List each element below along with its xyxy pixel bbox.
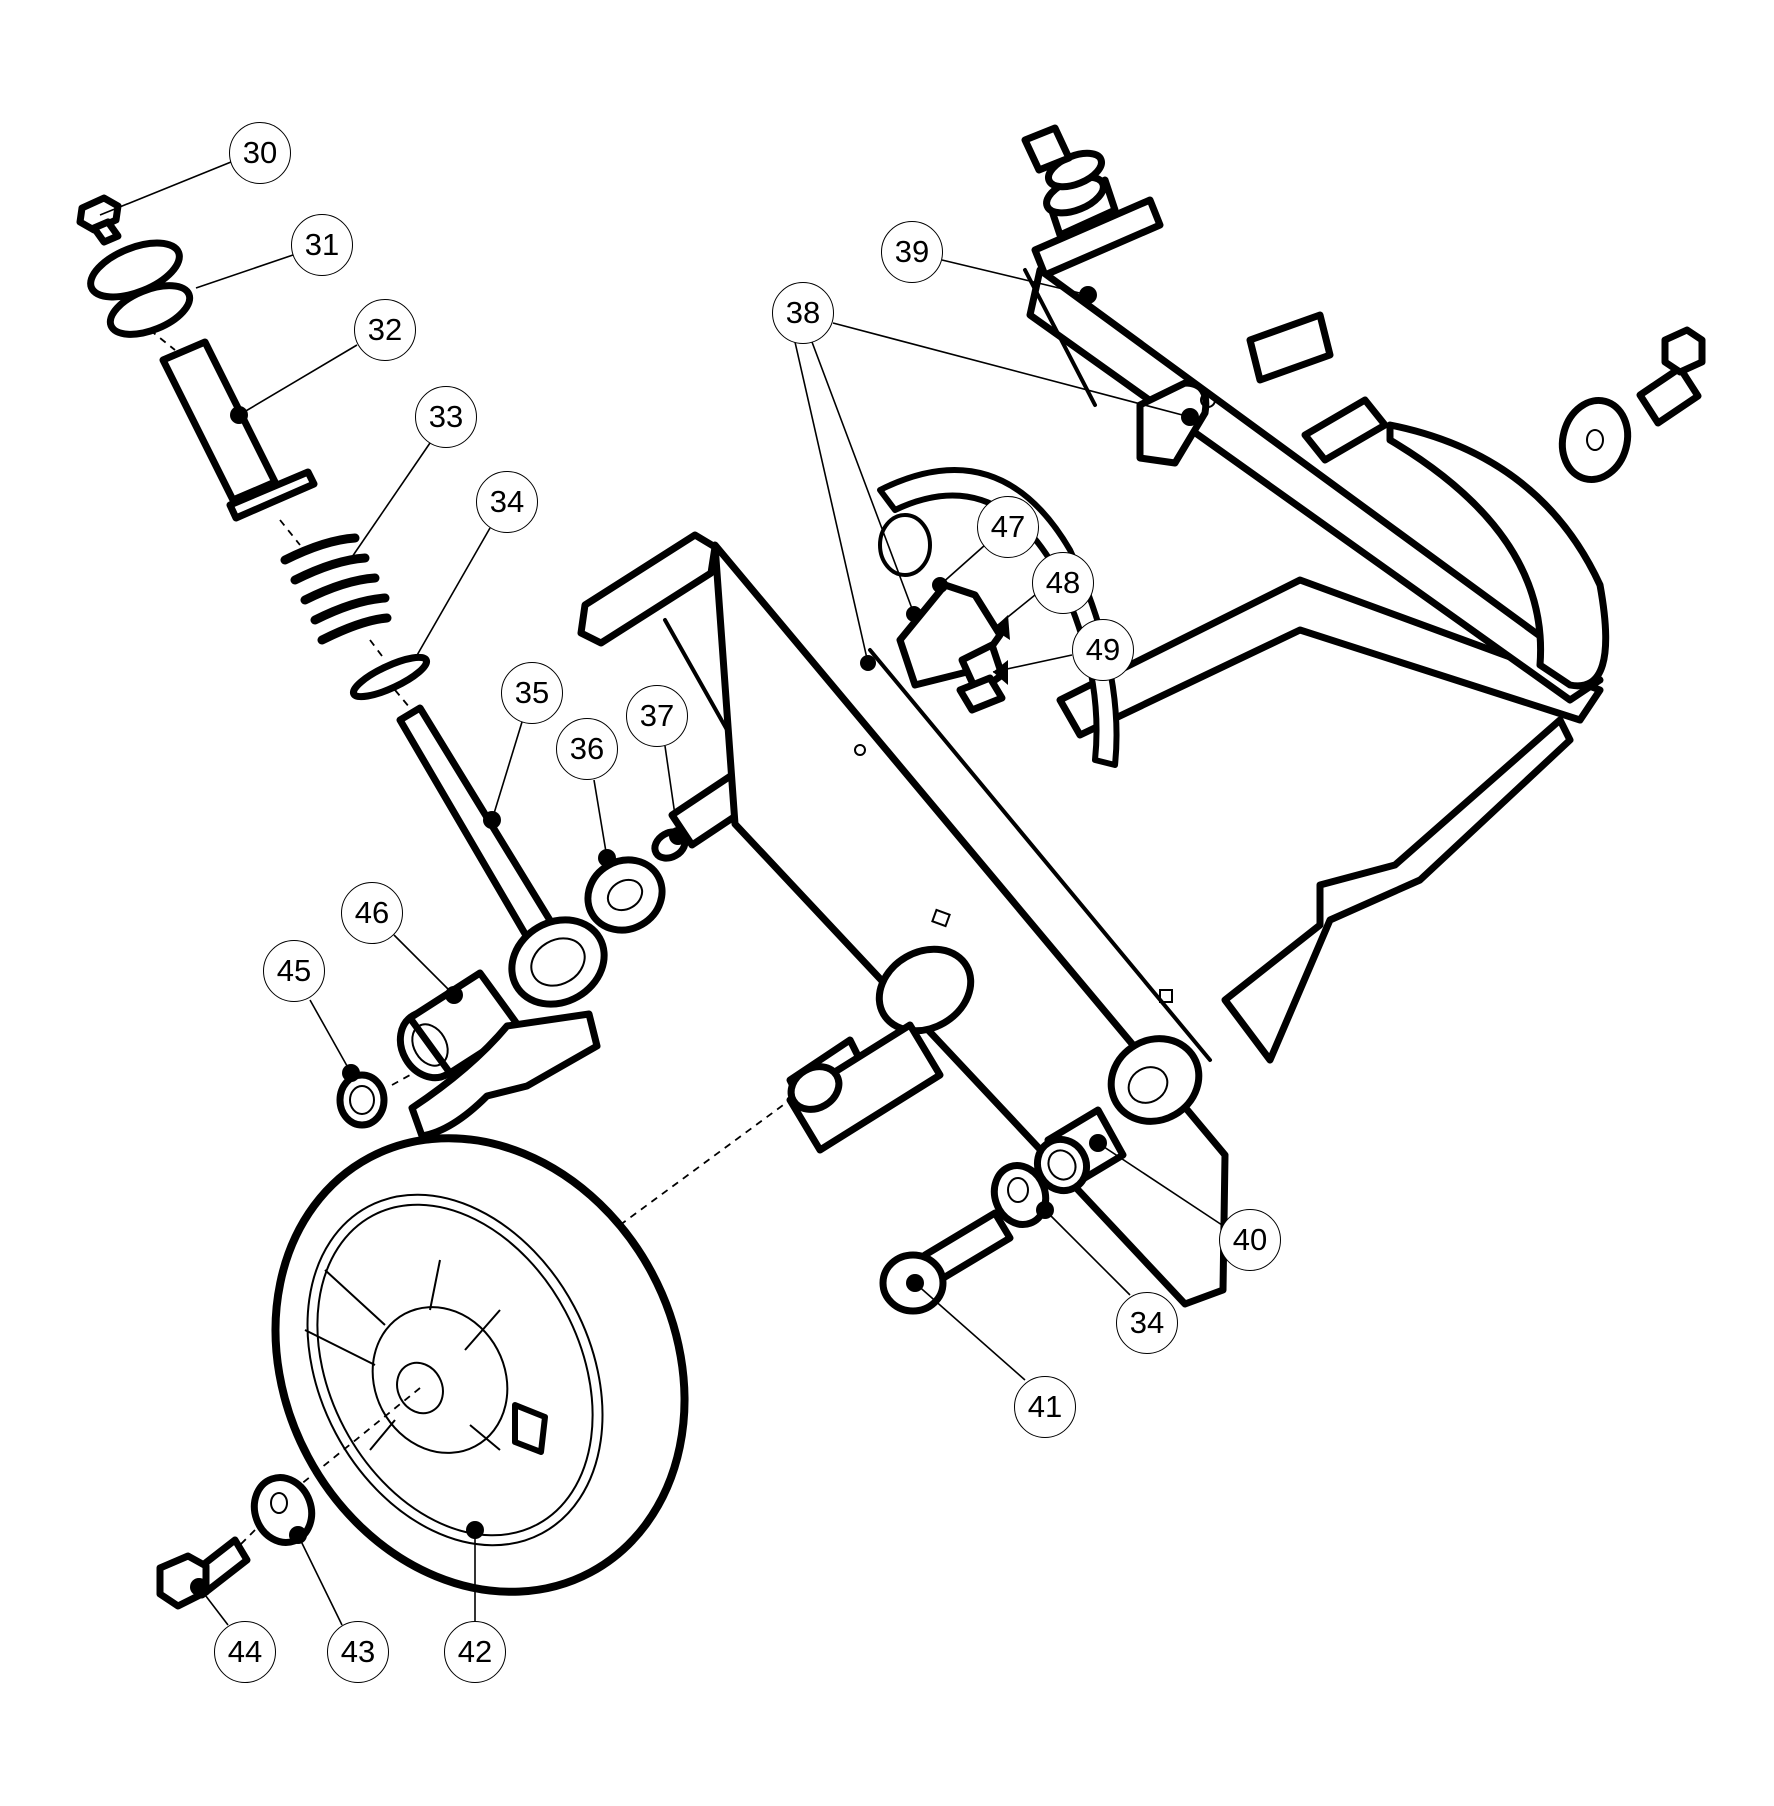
lock-nut-45-drawing (336, 1064, 388, 1129)
right-washer-drawing (1558, 396, 1632, 484)
callout-45[interactable]: 45 (263, 940, 325, 1002)
motor-housing-drawing (1246, 311, 1610, 690)
callout-43[interactable]: 43 (327, 1621, 389, 1683)
spring-33-drawing (280, 533, 392, 645)
callout-47[interactable]: 47 (977, 496, 1039, 558)
callout-40[interactable]: 40 (1219, 1209, 1281, 1271)
rod-end-35-drawing (396, 704, 608, 1008)
callout-36[interactable]: 36 (556, 718, 618, 780)
callout-33[interactable]: 33 (415, 386, 477, 448)
callout-34-upper[interactable]: 34 (476, 471, 538, 533)
callout-32[interactable]: 32 (354, 299, 416, 361)
bracket-39-drawing (1021, 124, 1604, 704)
callout-30[interactable]: 30 (229, 122, 291, 184)
callout-31[interactable]: 31 (291, 214, 353, 276)
bolt-30-drawing (76, 194, 122, 246)
callout-41[interactable]: 41 (1014, 1376, 1076, 1438)
hex-nuts-31-drawing (87, 239, 194, 338)
bushing-36-drawing (584, 849, 666, 934)
callout-34-lower[interactable]: 34 (1116, 1292, 1178, 1354)
washer-34-upper-drawing (349, 653, 431, 701)
callout-44[interactable]: 44 (214, 1621, 276, 1683)
bolt-44-drawing (156, 1536, 251, 1610)
guard-plate-drawing (408, 1010, 601, 1140)
washer-43-drawing (250, 1474, 316, 1546)
leader-lines (99, 161, 1223, 1626)
callout-49[interactable]: 49 (1072, 619, 1134, 681)
callout-37[interactable]: 37 (626, 685, 688, 747)
callout-46[interactable]: 46 (341, 882, 403, 944)
callout-48[interactable]: 48 (1032, 552, 1094, 614)
flanged-pin-32-drawing (159, 338, 318, 522)
callout-42[interactable]: 42 (444, 1621, 506, 1683)
wheel-42-drawing (271, 1134, 689, 1596)
sleeve-46-drawing (396, 969, 524, 1082)
bolt-41-drawing (879, 1209, 1014, 1315)
callout-38[interactable]: 38 (772, 282, 834, 344)
switch-47-48-49-drawing (860, 577, 1010, 714)
callout-39[interactable]: 39 (881, 221, 943, 283)
callout-35[interactable]: 35 (501, 662, 563, 724)
right-bolt-drawing (1636, 326, 1706, 427)
washer-34-lower-drawing (990, 1162, 1054, 1228)
